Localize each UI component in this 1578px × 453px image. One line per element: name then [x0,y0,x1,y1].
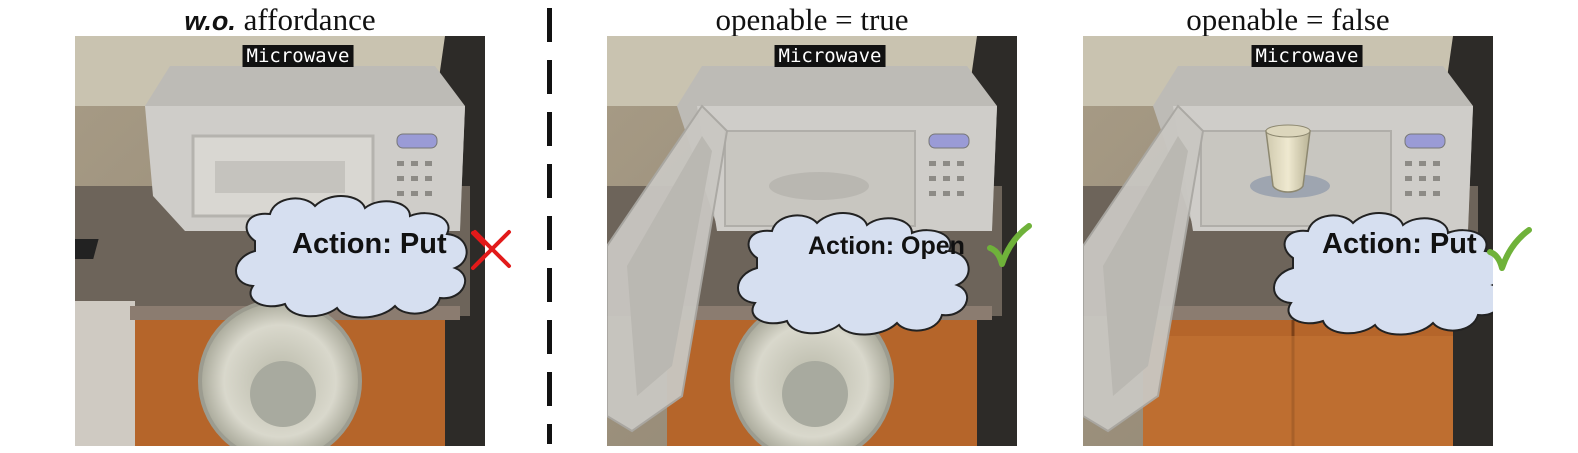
microwave-label-1: Microwave [242,45,354,67]
thought-cloud [737,212,970,336]
scene-panel-2 [607,36,1017,446]
panel-2-title: openable = true [715,2,909,37]
scene-3-image [1083,36,1493,446]
thought-cloud [235,195,468,319]
action-text-1: Action: Put [292,228,447,260]
thought-cloud [1273,212,1493,336]
check-icon [1487,227,1532,271]
action-text-3: Action: Put [1322,228,1477,260]
scene-panel-1 [75,36,485,446]
microwave-label-3: Microwave [1251,45,1363,67]
check-icon [987,223,1032,267]
panel-1-title: w.o. affordance [75,0,485,37]
panel-1-title-emphasis: w.o. [184,6,236,36]
panel-1-title-text: affordance [235,2,376,37]
scene-1-image [75,36,485,446]
dashed-divider [547,8,552,444]
cross-icon [473,230,511,268]
scene-panel-3 [1083,36,1493,446]
panel-3-title: openable = false [1186,2,1390,37]
cup [1265,130,1311,193]
scene-2-image [607,36,1017,446]
microwave-label-2: Microwave [774,45,886,67]
action-text-2: Action: Open [808,232,965,260]
